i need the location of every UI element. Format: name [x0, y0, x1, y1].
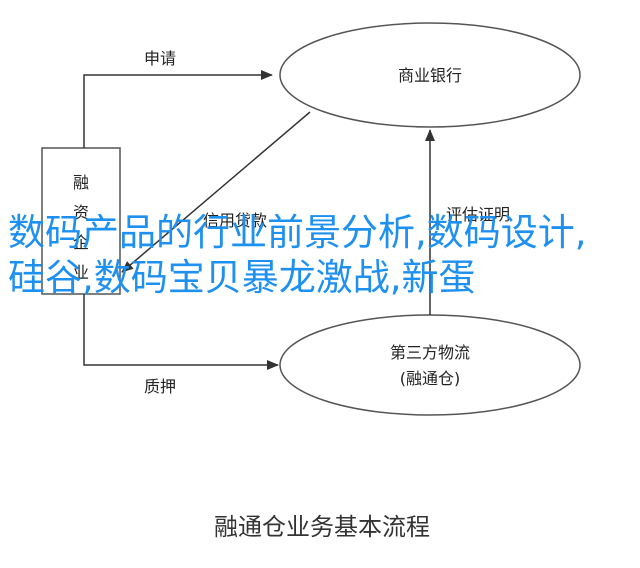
diagram-caption: 融通仓业务基本流程 [214, 513, 430, 541]
commercial-bank-ellipse [279, 22, 581, 128]
third-party-logistics-sublabel: (融通仓) [400, 369, 461, 388]
apply-arrow [83, 70, 273, 148]
financing-company-label-char: 融 [73, 173, 89, 192]
pledge-label: 质押 [144, 377, 176, 396]
financing-company-label-char: 业 [73, 263, 89, 282]
evaluate-certify-label: 评估证明 [446, 205, 510, 224]
financing-company-label: 融资企业 [73, 173, 89, 282]
third-party-logistics-ellipse [279, 314, 581, 416]
credit-loan-label: 信用贷款 [203, 211, 267, 230]
commercial-bank-label: 商业银行 [398, 66, 462, 85]
financing-company-label-char: 企 [73, 233, 89, 252]
financing-company-box [41, 147, 121, 295]
credit-loan-arrow [121, 111, 311, 273]
apply-label: 申请 [144, 49, 176, 68]
financing-company-label-char: 资 [73, 203, 89, 222]
overlay-title: 数码产品的行业前景分析,数码设计,硅谷,数码宝贝暴龙激战,新蛋 [8, 211, 587, 299]
pledge-arrow [83, 294, 279, 370]
third-party-logistics-label: 第三方物流 [390, 343, 470, 362]
